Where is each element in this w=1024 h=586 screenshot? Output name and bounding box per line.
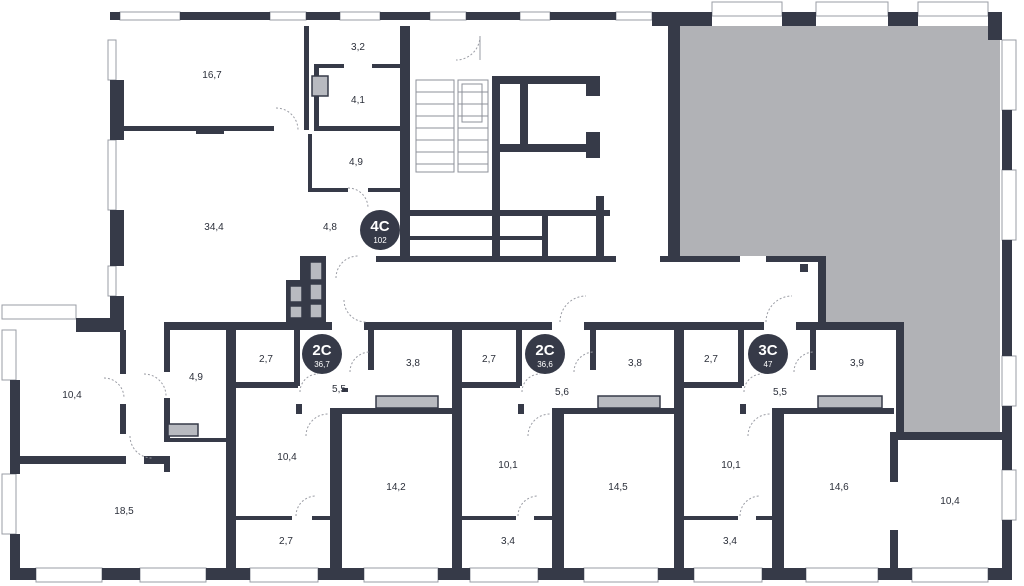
room-labels: 16,7 3,2 4,1 4,9 34,4 4,8 10,4 4,9 18,5 …	[62, 42, 960, 547]
apartment-area: 102	[373, 236, 387, 245]
room-area-label: 10,1	[498, 460, 518, 471]
apartment-badge-2c-36-6[interactable]: 2C 36,6	[525, 334, 565, 374]
apartment-code: 2C	[312, 342, 331, 359]
closets	[167, 75, 883, 437]
room-area-label: 2,7	[279, 536, 293, 547]
room-area-label: 18,5	[114, 506, 134, 517]
room-area-label: 3,9	[850, 358, 864, 369]
room-area-label: 14,6	[829, 482, 849, 493]
room-area-label: 5,6	[555, 387, 569, 398]
room-area-label: 10,4	[277, 452, 297, 463]
room-area-label: 14,2	[386, 482, 406, 493]
apartment-badge-2c-36-7[interactable]: 2C 36,7	[302, 334, 342, 374]
room-area-label: 2,7	[704, 354, 718, 365]
room-area-label: 3,8	[628, 358, 642, 369]
room-area-label: 4,1	[351, 95, 365, 106]
apartment-area: 36,7	[314, 360, 330, 369]
room-area-label: 10,1	[721, 460, 741, 471]
apartment-code: 2C	[535, 342, 554, 359]
staircase	[415, 79, 489, 173]
room-area-label: 3,4	[501, 536, 515, 547]
doors	[103, 35, 815, 517]
apartment-badge-4c[interactable]: 4C 102	[360, 210, 400, 250]
room-area-label: 4,9	[189, 372, 203, 383]
apartment-area: 47	[764, 360, 773, 369]
room-area-label: 16,7	[202, 70, 222, 81]
room-area-label: 10,4	[62, 390, 82, 401]
room-area-label: 3,8	[406, 358, 420, 369]
room-area-label: 4,9	[349, 157, 363, 168]
apartment-code: 4C	[370, 218, 389, 235]
room-area-label: 3,2	[351, 42, 365, 53]
room-area-label: 3,4	[723, 536, 737, 547]
unavailable-zone	[680, 26, 1000, 432]
room-area-label: 10,4	[940, 496, 960, 507]
apartment-code: 3C	[758, 342, 777, 359]
room-area-label: 4,8	[323, 222, 337, 233]
room-area-label: 5,5	[332, 384, 346, 395]
apartment-area: 36,6	[537, 360, 553, 369]
room-area-label: 34,4	[204, 222, 224, 233]
room-area-label: 5,5	[773, 387, 787, 398]
room-area-label: 2,7	[482, 354, 496, 365]
outer-walls	[10, 12, 1012, 580]
room-area-label: 2,7	[259, 354, 273, 365]
room-area-label: 14,5	[608, 482, 628, 493]
apartment-badge-3c[interactable]: 3C 47	[748, 334, 788, 374]
